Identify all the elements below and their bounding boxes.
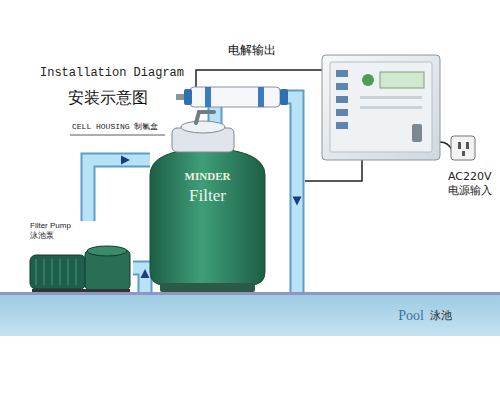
- subtitle: 安装示意图: [68, 88, 148, 109]
- power-label: AC220V电源输入: [448, 170, 496, 198]
- fin: [51, 259, 53, 285]
- pipe-wall: [133, 268, 145, 292]
- socket-pin: [462, 151, 465, 156]
- cell-band: [258, 87, 264, 107]
- control-face: [330, 62, 432, 152]
- output-wire: [196, 70, 322, 88]
- fin: [59, 259, 61, 285]
- flow-arrow: [293, 197, 302, 206]
- flow-arrow: [121, 156, 130, 165]
- filter-tank: [150, 112, 265, 292]
- control-box: [322, 55, 440, 160]
- pipe-connector: [88, 156, 150, 222]
- part-label: CELL HOUSING 制氯盒: [72, 121, 158, 132]
- diagram-title: Installation Diagram: [40, 66, 184, 80]
- control-housing: [322, 55, 440, 160]
- pool-label: Pool: [398, 308, 424, 324]
- cell-housing: [176, 87, 288, 107]
- socket-pin: [458, 142, 461, 149]
- leader-line: [70, 135, 165, 136]
- pipe-water: [133, 268, 145, 292]
- fin: [35, 259, 37, 285]
- button: [336, 83, 348, 90]
- panel-line: [360, 96, 422, 99]
- brand-name: MINDER: [185, 170, 231, 182]
- fin: [67, 259, 69, 285]
- button: [336, 96, 348, 103]
- cell-cap: [184, 89, 192, 105]
- socket-pin: [466, 142, 469, 149]
- pipe-connector: [133, 268, 150, 292]
- pool-band: Pool 泳池: [0, 292, 500, 336]
- fin: [75, 259, 77, 285]
- power-cord: [440, 142, 452, 150]
- cell-band: [205, 87, 211, 107]
- pump-box: Filter Pump泳池泵: [28, 221, 133, 294]
- tank-base: [160, 283, 255, 292]
- fin: [43, 259, 45, 285]
- button: [336, 122, 348, 129]
- valve-cap: [181, 121, 225, 133]
- power-switch: [412, 124, 422, 142]
- pipe-water: [88, 160, 150, 221]
- tank-body: [150, 148, 265, 285]
- pump-body: [30, 246, 130, 293]
- logo-mark: [362, 74, 374, 86]
- sensor-wire: [305, 160, 362, 181]
- valve-handle: [196, 112, 214, 123]
- pump-motor: [30, 255, 86, 289]
- pipe-wall: [88, 160, 150, 221]
- cell-tube: [190, 87, 280, 107]
- power-plug: [451, 136, 475, 160]
- panel-line: [360, 106, 422, 109]
- filter-box: MINDER Filter: [150, 150, 265, 285]
- flow-arrow: [141, 269, 150, 278]
- cell-terminal: [176, 94, 185, 100]
- motor-fins: [36, 259, 76, 285]
- button: [336, 109, 348, 116]
- display: [380, 72, 424, 88]
- pump-label: 泳池泵: [30, 230, 54, 241]
- socket-plate: [451, 136, 475, 160]
- pump-label: Filter Pump: [30, 221, 71, 230]
- pool-label: 泳池: [430, 308, 452, 323]
- wire-label: 电解输出: [228, 42, 276, 59]
- cell-cap: [280, 89, 288, 105]
- strainer-lid: [87, 246, 127, 256]
- filter-label: Filter: [189, 186, 226, 206]
- button: [336, 70, 348, 77]
